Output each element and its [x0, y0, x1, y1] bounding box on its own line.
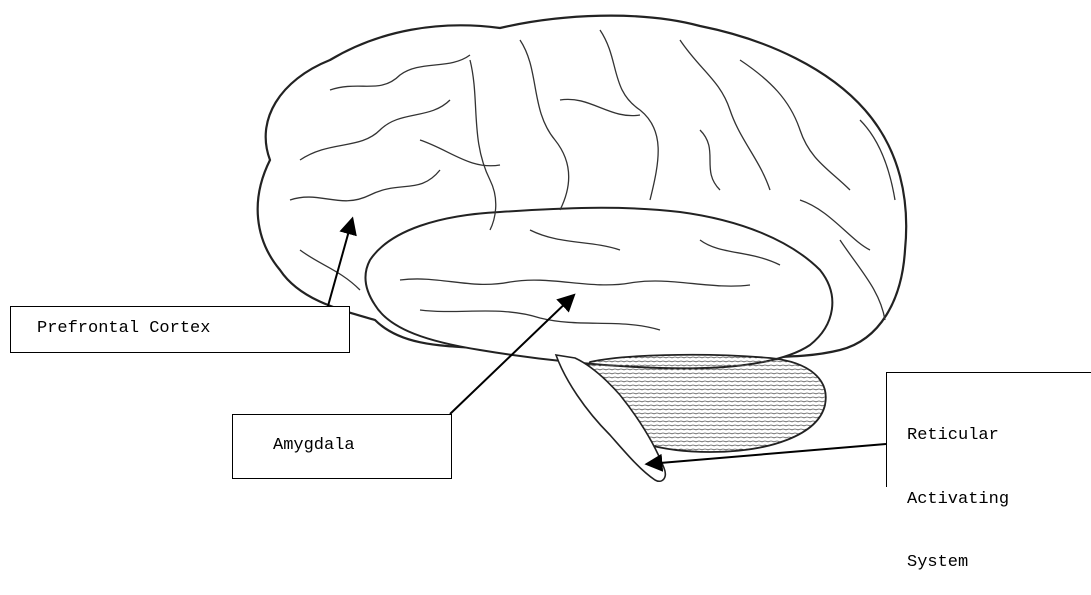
prefrontal-cortex-label: Prefrontal Cortex: [10, 306, 350, 353]
ras-line-2: Activating: [907, 488, 1091, 511]
amygdala-text: Amygdala: [273, 436, 355, 456]
reticular-activating-system-label: Reticular Activating System: [886, 372, 1091, 487]
prefrontal-cortex-text: Prefrontal Cortex: [37, 319, 210, 339]
amygdala-label: Amygdala: [232, 414, 452, 479]
ras-line-1: Reticular: [907, 424, 1091, 447]
ras-line-3: System: [907, 551, 1091, 574]
